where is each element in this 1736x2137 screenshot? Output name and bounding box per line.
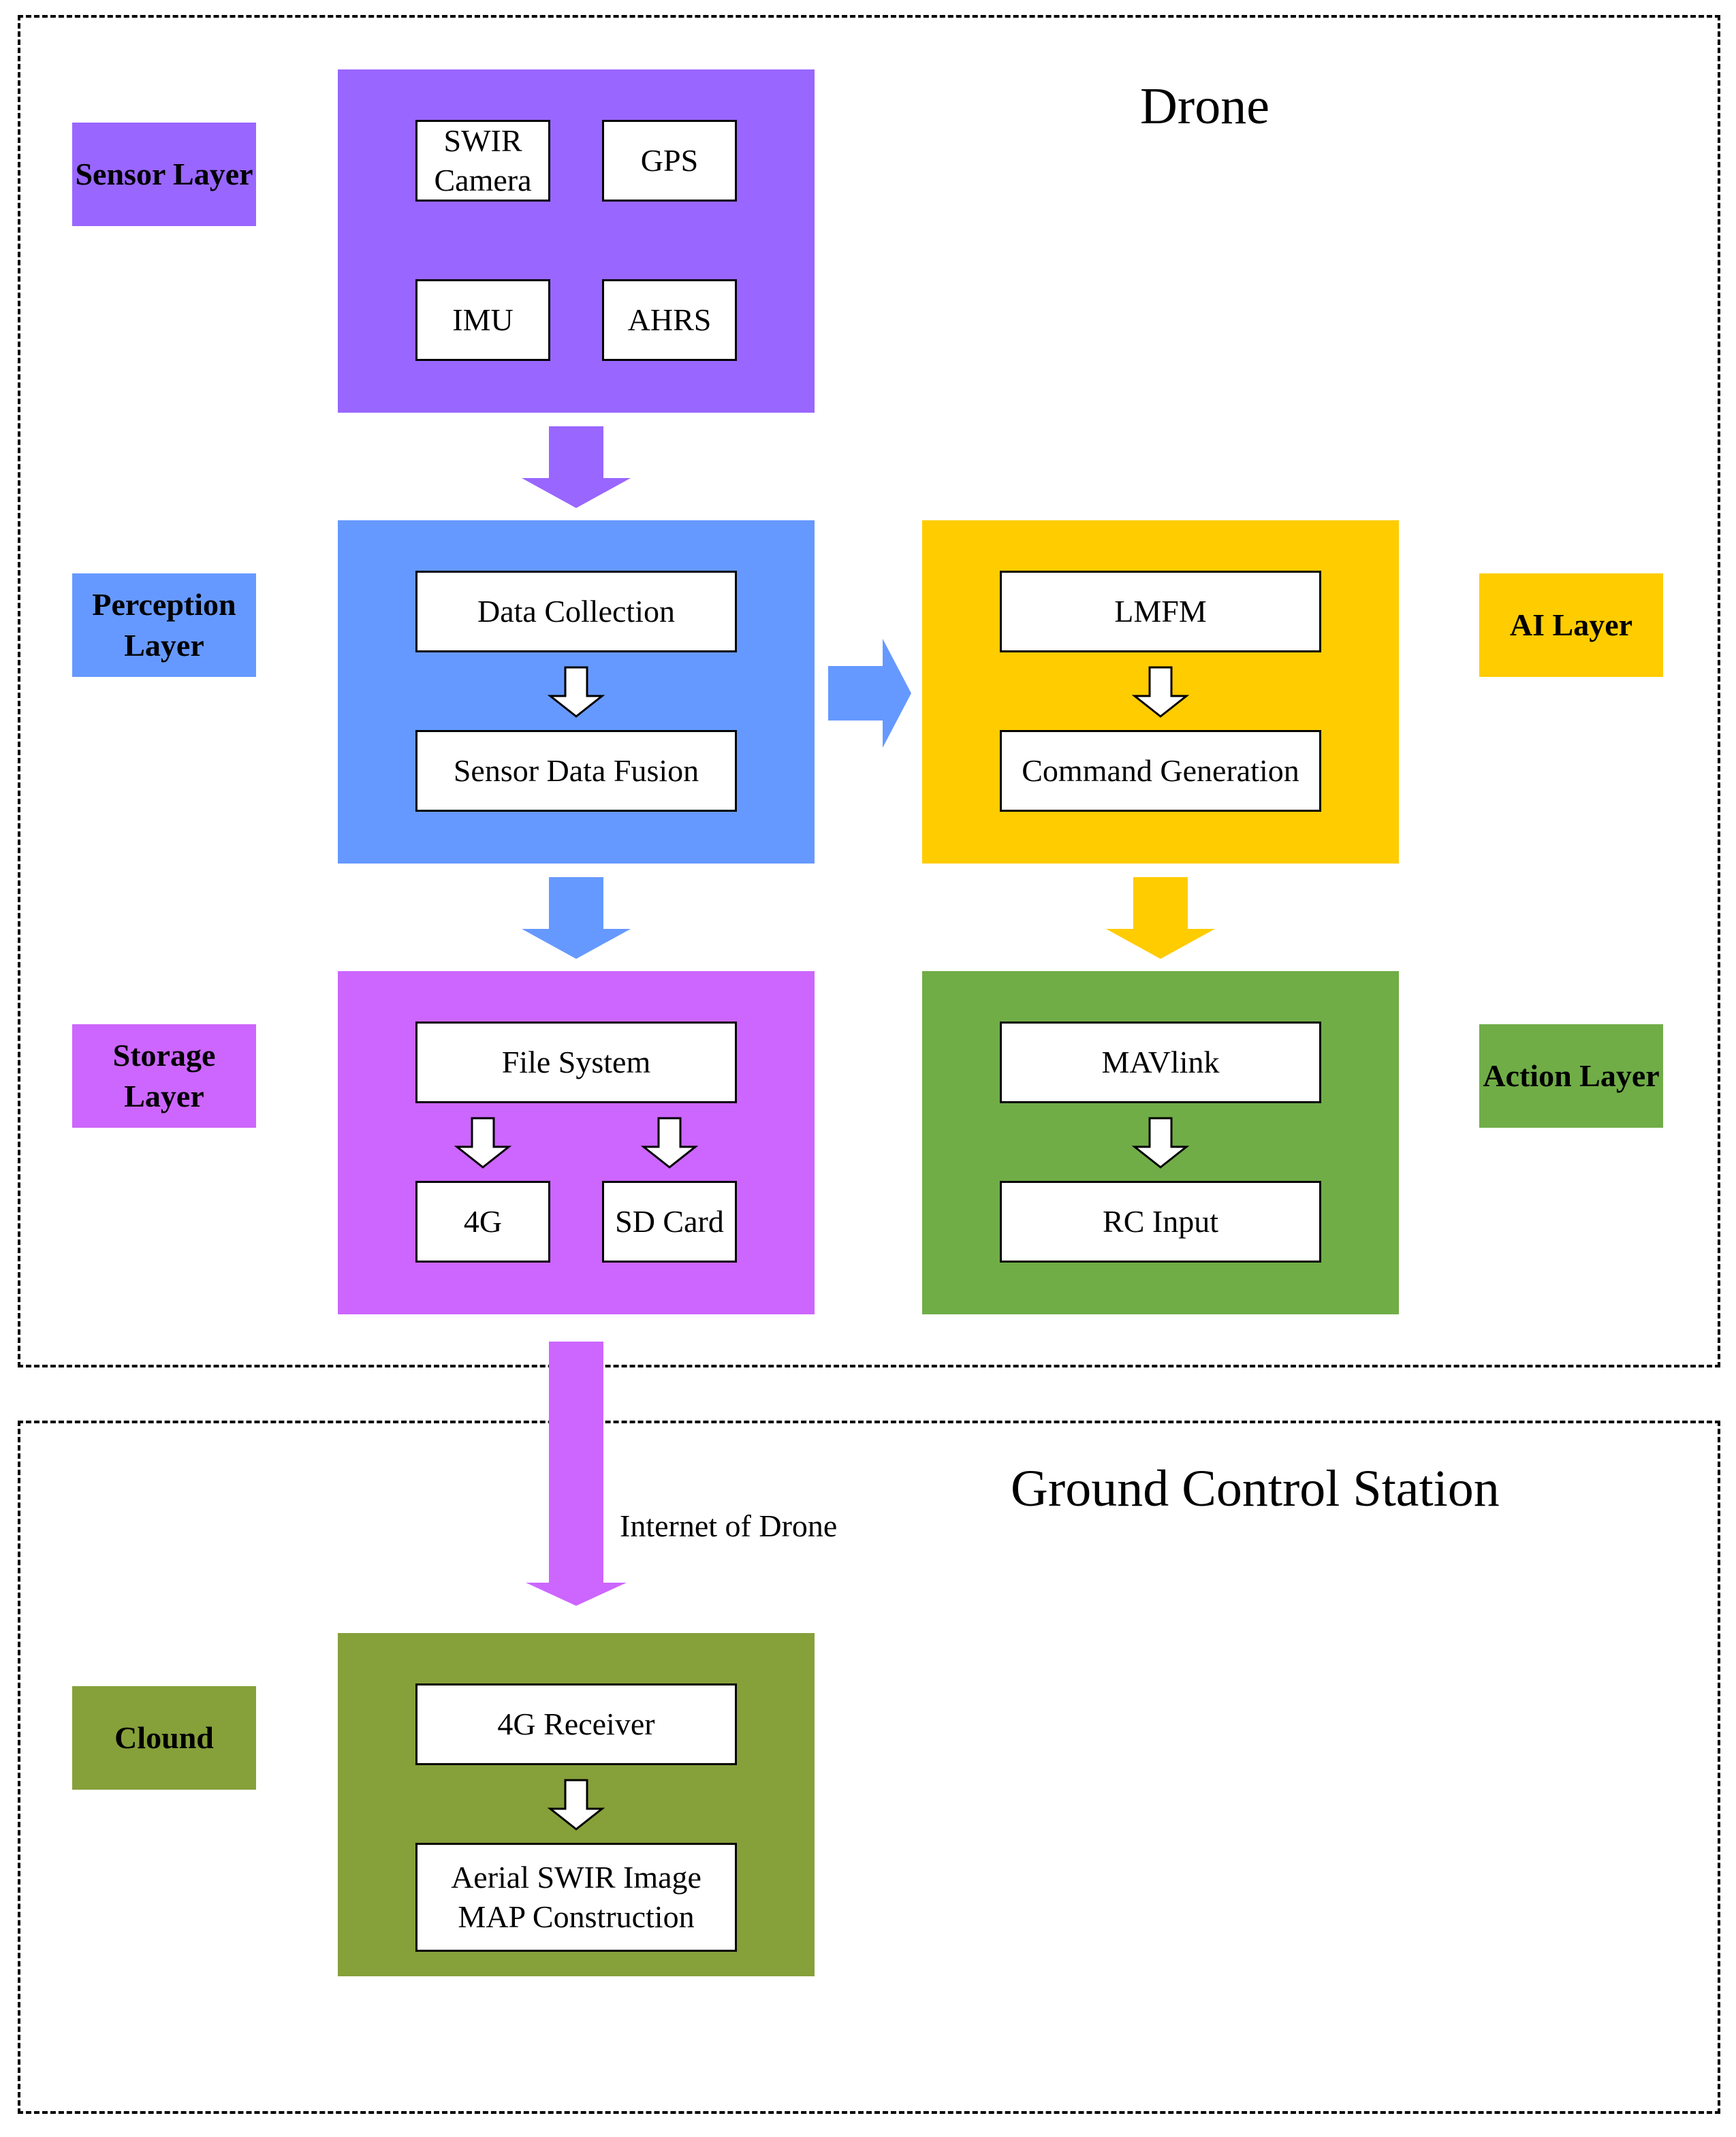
perception-to-storage-arrow [522,877,631,959]
data-collection-box: Data Collection [415,571,737,652]
storage-to-cloud-arrow [526,1342,627,1606]
sensor-layer-tag: Sensor Layer [72,123,256,226]
perception-to-ai-arrow [828,639,911,748]
storage-panel: File System 4G SD Card [338,971,815,1314]
drone-container [18,15,1720,1367]
rc-input-box: RC Input [1000,1181,1321,1263]
ai-to-action-arrow [1106,877,1215,959]
mavlink-to-rc-arrow [1131,1117,1190,1169]
file-system-box: File System [415,1022,737,1103]
swir-camera-box: SWIR Camera [415,120,550,202]
ground-station-container [18,1421,1720,2114]
sd-card-box: SD Card [602,1181,737,1263]
ground-station-title: Ground Control Station [1011,1460,1500,1517]
sensor-panel: SWIR Camera GPS IMU AHRS [338,69,815,413]
command-generation-box: Command Generation [1000,730,1321,812]
4g-receiver-box: 4G Receiver [415,1683,737,1765]
internet-of-drone-label: Internet of Drone [620,1508,838,1543]
4g-box: 4G [415,1181,550,1263]
action-layer-tag: Action Layer [1479,1024,1663,1128]
receiver-to-map-arrow [547,1779,605,1831]
swir-map-construction-box: Aerial SWIR Image MAP Construction [415,1843,737,1952]
mavlink-box: MAVlink [1000,1022,1321,1103]
collection-to-fusion-arrow [547,666,605,718]
storage-layer-tag: Storage Layer [72,1024,256,1128]
sensor-to-perception-arrow [522,426,631,508]
perception-layer-tag: Perception Layer [72,573,256,677]
lmfm-to-command-arrow [1131,666,1190,718]
drone-title: Drone [1140,78,1269,135]
ai-panel: LMFM Command Generation [922,520,1399,864]
cloud-layer-tag: Clound [72,1686,256,1790]
imu-box: IMU [415,279,550,361]
filesystem-to-sdcard-arrow [640,1117,699,1169]
filesystem-to-4g-arrow [454,1117,512,1169]
ai-layer-tag: AI Layer [1479,573,1663,677]
gps-box: GPS [602,120,737,202]
sensor-data-fusion-box: Sensor Data Fusion [415,730,737,812]
lmfm-box: LMFM [1000,571,1321,652]
ahrs-box: AHRS [602,279,737,361]
